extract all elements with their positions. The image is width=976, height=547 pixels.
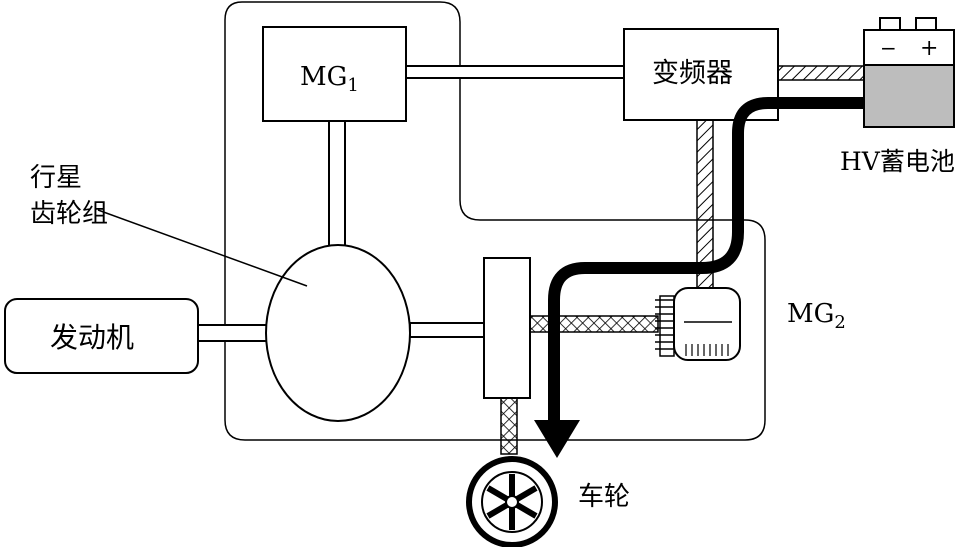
engine-shaft <box>197 324 269 342</box>
battery-minus-label: − <box>880 36 897 60</box>
planetary-label-line2: 齿轮组 <box>30 199 108 229</box>
mg1-label: MG1 <box>300 62 359 96</box>
battery-body-top <box>863 29 955 66</box>
output-shaft <box>409 322 485 338</box>
wheel <box>466 456 558 547</box>
inverter-label: 变频器 <box>652 58 733 89</box>
energy-flow-arrowhead <box>534 420 580 458</box>
mg2-motor <box>673 287 741 361</box>
mg1-inverter-link <box>405 65 625 79</box>
wheel-label: 车轮 <box>578 482 630 512</box>
reduction-gear-block <box>483 257 531 399</box>
mg2-drive-shaft <box>529 315 659 333</box>
battery-plus-label: + <box>920 36 938 61</box>
inverter-battery-link <box>777 65 865 81</box>
mg2-gear <box>655 295 675 357</box>
energy-flow-path <box>548 97 864 425</box>
transaxle-enclosure-upper <box>224 1 766 441</box>
battery-terminal-plus <box>915 17 937 31</box>
mg2-label: MG2 <box>787 299 846 333</box>
battery-terminal-minus <box>879 17 901 31</box>
engine-label: 发动机 <box>50 321 134 354</box>
wheel-shaft <box>500 397 518 455</box>
planetary-label-line1: 行星 <box>30 163 82 193</box>
planetary-leader-line <box>97 209 308 287</box>
planetary-gear-set <box>265 244 411 422</box>
battery-label: HV蓄电池 <box>840 147 955 176</box>
mg1-shaft <box>328 120 346 250</box>
battery-body-fill <box>863 64 955 128</box>
